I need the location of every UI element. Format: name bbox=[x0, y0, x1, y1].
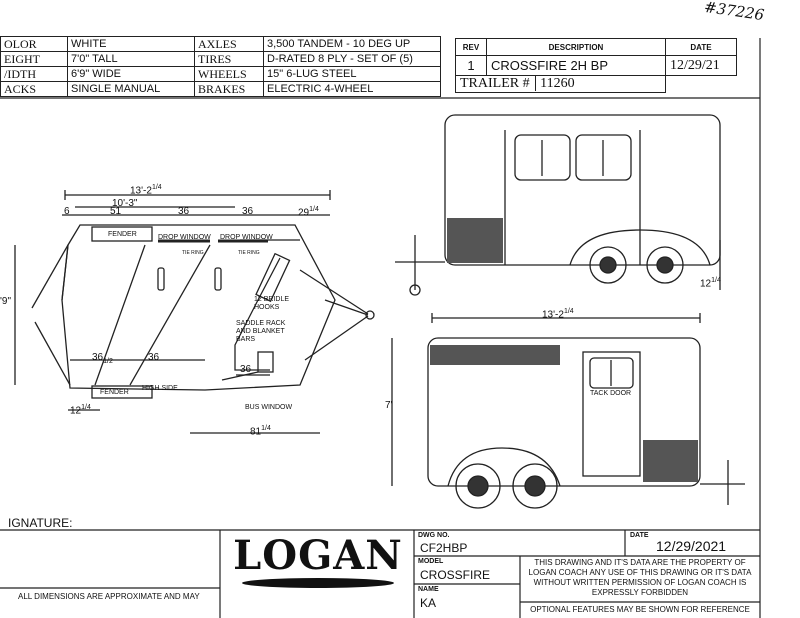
wheel-3 bbox=[455, 463, 501, 509]
stall-divider-2 bbox=[129, 244, 211, 386]
plan-body-outline bbox=[61, 224, 336, 391]
dim-width: '9" bbox=[0, 296, 12, 307]
fender-top bbox=[91, 226, 153, 242]
trailer-body-bottom bbox=[427, 337, 701, 487]
dim-6: 6 bbox=[64, 206, 70, 217]
disclaimer: ALL DIMENSIONS ARE APPROXIMATE AND MAY bbox=[18, 592, 200, 601]
property-notice: THIS DRAWING AND IT'S DATA ARE THE PROPE… bbox=[528, 558, 752, 597]
label-fender-top: FENDER bbox=[108, 231, 137, 238]
dim-inner: 10'-3" bbox=[112, 198, 138, 209]
dim-overall-side: 13'-21/4 bbox=[542, 308, 574, 321]
date-label: DATE bbox=[630, 532, 649, 539]
dim-36d: 36 bbox=[240, 364, 252, 375]
model-label: MODEL bbox=[418, 558, 444, 565]
stone-guard-bottom bbox=[430, 345, 560, 365]
tack-wall bbox=[234, 257, 281, 371]
stone-guard-top bbox=[447, 218, 503, 263]
spec-row: ACKS SINGLE MANUAL BRAKES ELECTRIC 4-WHE… bbox=[0, 81, 441, 97]
fender-bottom bbox=[91, 385, 153, 399]
window-left bbox=[514, 134, 571, 181]
fender-arch-top bbox=[569, 229, 711, 266]
label-bridle-hooks: 12 BRIDLE HOOKS bbox=[254, 296, 290, 311]
model-value: CROSSFIRE bbox=[420, 568, 491, 582]
label-fender-bottom: FENDER bbox=[100, 389, 129, 396]
wheel-2 bbox=[646, 246, 684, 284]
fender-arch-bottom bbox=[447, 447, 561, 487]
name-value: KA bbox=[420, 596, 437, 610]
date-value: 12/29/2021 bbox=[656, 538, 727, 554]
dim-36b: 36 bbox=[242, 206, 254, 217]
dwg-no: CF2HBP bbox=[420, 541, 468, 555]
hitch-coupler bbox=[365, 310, 375, 320]
tack-door-window bbox=[589, 357, 634, 389]
wheel-4 bbox=[512, 463, 558, 509]
rear-door-top bbox=[31, 244, 69, 309]
spec-value: ELECTRIC 4-WHEEL bbox=[263, 81, 441, 97]
spec-key: ACKS bbox=[0, 81, 68, 97]
window-right bbox=[575, 134, 632, 181]
trailer-body-top bbox=[444, 114, 721, 266]
dim-overall-top: 13'-21/4 bbox=[130, 184, 162, 197]
spec-row: /IDTH 6'9" WIDE WHEELS 15" 6-LUG STEEL bbox=[0, 66, 441, 82]
dwg-no-label: DWG NO. bbox=[418, 532, 450, 539]
rear-door-bottom bbox=[34, 321, 71, 386]
dim-81: 811/4 bbox=[250, 425, 271, 438]
wheel-1 bbox=[589, 246, 627, 284]
revision-table: REV DESCRIPTION DATE 1 CROSSFIRE 2H BP 1… bbox=[455, 38, 737, 93]
side-view-top bbox=[395, 114, 721, 296]
dim-51: 51 bbox=[110, 206, 122, 217]
dim-36-half: 361/2 bbox=[92, 352, 113, 365]
rev-date: 12/29/21 bbox=[665, 55, 737, 76]
specs-table: OLOR WHITE AXLES 3,500 TANDEM - 10 DEG U… bbox=[0, 36, 441, 97]
dim-29: 291/4 bbox=[298, 206, 319, 219]
saddle-rack bbox=[257, 351, 274, 373]
trailer-number-row: TRAILER # 11260 bbox=[455, 75, 666, 93]
name-label: NAME bbox=[418, 586, 439, 593]
label-tie-ring-2: TIE RING bbox=[238, 250, 260, 256]
dim-36c: 36 bbox=[148, 352, 160, 363]
label-bus-window: BUS WINDOW bbox=[245, 404, 293, 411]
plan-view bbox=[14, 190, 375, 434]
dim-12-plan: 121/4 bbox=[70, 404, 91, 417]
bridle-rack bbox=[255, 252, 291, 303]
stone-guard-rear bbox=[643, 440, 698, 482]
optional-notice: OPTIONAL FEATURES MAY BE SHOWN FOR REFER… bbox=[530, 605, 750, 614]
label-drop-window-2: DROP WINDOW bbox=[220, 234, 273, 241]
dim-12-side: 121/4 bbox=[700, 277, 721, 290]
side-view-bottom bbox=[391, 313, 745, 509]
label-tie-ring-1: TIE RING bbox=[182, 250, 204, 256]
stall-divider-1 bbox=[94, 244, 146, 386]
spec-key: BRAKES bbox=[194, 81, 264, 97]
label-saddle-rack: SADDLE RACK AND BLANKET BARS bbox=[236, 320, 286, 343]
spec-row: OLOR WHITE AXLES 3,500 TANDEM - 10 DEG U… bbox=[0, 36, 441, 52]
label-high-side: HIGH SIDE bbox=[142, 385, 178, 392]
signature-label: IGNATURE: bbox=[8, 516, 73, 530]
spec-value: SINGLE MANUAL bbox=[67, 81, 195, 97]
dim-36a: 36 bbox=[178, 206, 190, 217]
trailer-number-label: TRAILER # bbox=[460, 76, 530, 91]
label-drop-window-1: DROP WINDOW bbox=[158, 234, 211, 241]
dim-height: 7' bbox=[385, 400, 393, 411]
trailer-number: 11260 bbox=[535, 76, 575, 91]
logan-logo: LOGAN bbox=[232, 534, 404, 588]
spec-key: EIGHT bbox=[0, 51, 68, 67]
label-tack-door: TACK DOOR bbox=[590, 390, 632, 397]
tack-door bbox=[582, 351, 641, 477]
